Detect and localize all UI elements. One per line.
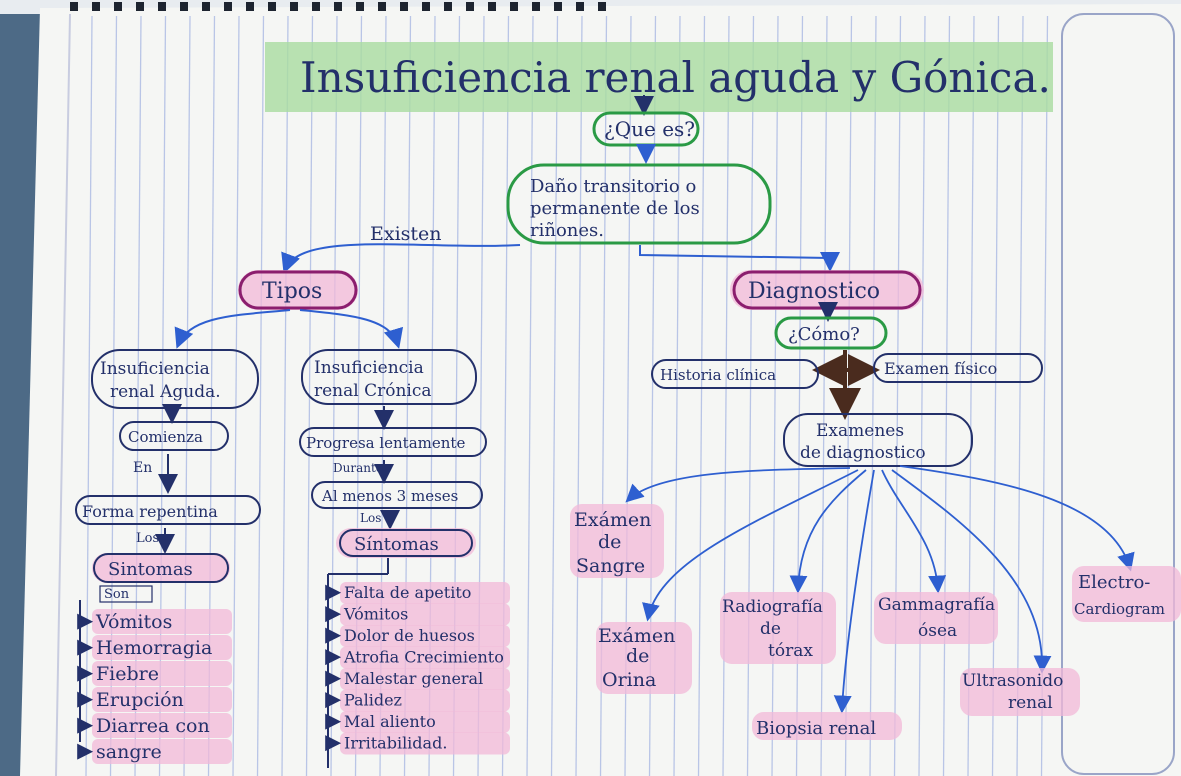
comienza-label: Comienza — [128, 428, 203, 446]
exam-electro: Electro- Cardiogram — [1074, 572, 1165, 618]
meses-node — [311, 481, 483, 509]
exam-orina: Exámen de Orina — [598, 625, 681, 691]
cronica-symptom-item: Atrofia Crecimiento — [343, 648, 504, 667]
progresa-label: Progresa lentamente — [306, 434, 465, 452]
link-en: En — [133, 460, 152, 476]
sintomas-cronica-label: Síntomas — [354, 534, 439, 555]
forma-label: Forma repentina — [82, 502, 218, 521]
aguda-symptom-item: Fiebre — [96, 663, 159, 685]
progresa-node — [299, 427, 487, 457]
aguda-symptom-item: Vómitos — [95, 611, 172, 633]
como-label: ¿Cómo? — [788, 324, 860, 345]
cronica-symptom-item: Vómitos — [343, 605, 408, 624]
historia-node — [651, 359, 819, 389]
tipos-label: Tipos — [262, 279, 322, 304]
exam-biopsia: Biopsia renal — [756, 718, 876, 739]
cronica-symptom-item: Dolor de huesos — [344, 626, 475, 645]
link-los-aguda: Los — [136, 531, 159, 546]
cronica-symptom-item: Palidez — [344, 691, 402, 710]
exam-ultrasonido: Ultrasonido renal — [962, 671, 1069, 713]
definition-node — [506, 163, 772, 245]
exam-sangre: Exámen de Sangre — [574, 509, 657, 577]
link-durante: Durante — [333, 461, 383, 475]
link-son: Son — [104, 587, 130, 602]
cronica-symptom-item: Falta de apetito — [344, 583, 471, 602]
como-node — [774, 316, 888, 350]
examen-fisico-label: Examen físico — [884, 359, 997, 378]
examenes-label: Examenes de diagnostico — [800, 421, 926, 463]
aguda-symptom-item: sangre — [96, 741, 162, 763]
exam-gammagrafia: Gammagrafía ósea — [878, 595, 1001, 641]
sintomas-aguda-node — [93, 553, 229, 583]
definition-text: Daño transitorio o permanente de los riñ… — [530, 176, 706, 241]
sintomas-cronica-node — [339, 529, 473, 557]
aguda-title: Insuficiencia renal Aguda. — [100, 359, 221, 402]
title-highlight — [265, 42, 1053, 112]
cronica-title: Insuficiencia renal Crónica — [314, 358, 432, 401]
sintomas-aguda-label: Sintomas — [108, 559, 193, 580]
examenes-node — [783, 413, 973, 467]
paper — [20, 4, 1181, 776]
comienza-node — [119, 421, 229, 451]
examen-fisico-node — [873, 353, 1043, 383]
meses-label: Al menos 3 meses — [321, 487, 458, 505]
cronica-node — [301, 349, 477, 405]
aguda-symptom-item: Erupción — [96, 689, 184, 711]
cronica-symptom-item: Mal aliento — [344, 712, 436, 731]
forma-node — [75, 495, 261, 525]
cronica-symptom-item: Malestar general — [344, 669, 483, 688]
aguda-symptom-item: Diarrea con — [96, 715, 210, 737]
que-es-label: ¿Que es? — [604, 117, 695, 141]
link-existen: Existen — [370, 223, 442, 245]
historia-label: Historia clínica — [660, 366, 776, 384]
exam-radiografia: Radiografía de tórax — [722, 597, 828, 661]
link-los-cronica: Los — [360, 511, 381, 525]
diagnostico-label: Diagnostico — [748, 279, 880, 304]
page-title: Insuficiencia renal aguda y Gónica. — [300, 53, 1051, 102]
cronica-symptom-item: Irritabilidad. — [344, 734, 447, 753]
tipos-node — [238, 270, 358, 310]
aguda-symptom-item: Hemorragia — [96, 637, 212, 659]
